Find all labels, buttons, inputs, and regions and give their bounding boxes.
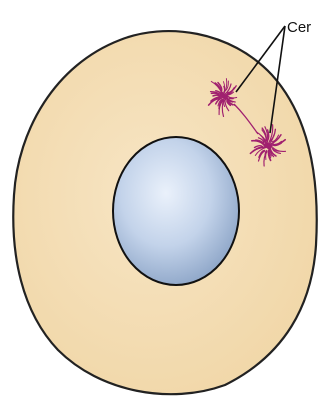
centriole-label: Cer bbox=[287, 19, 311, 36]
nucleus bbox=[113, 137, 239, 285]
